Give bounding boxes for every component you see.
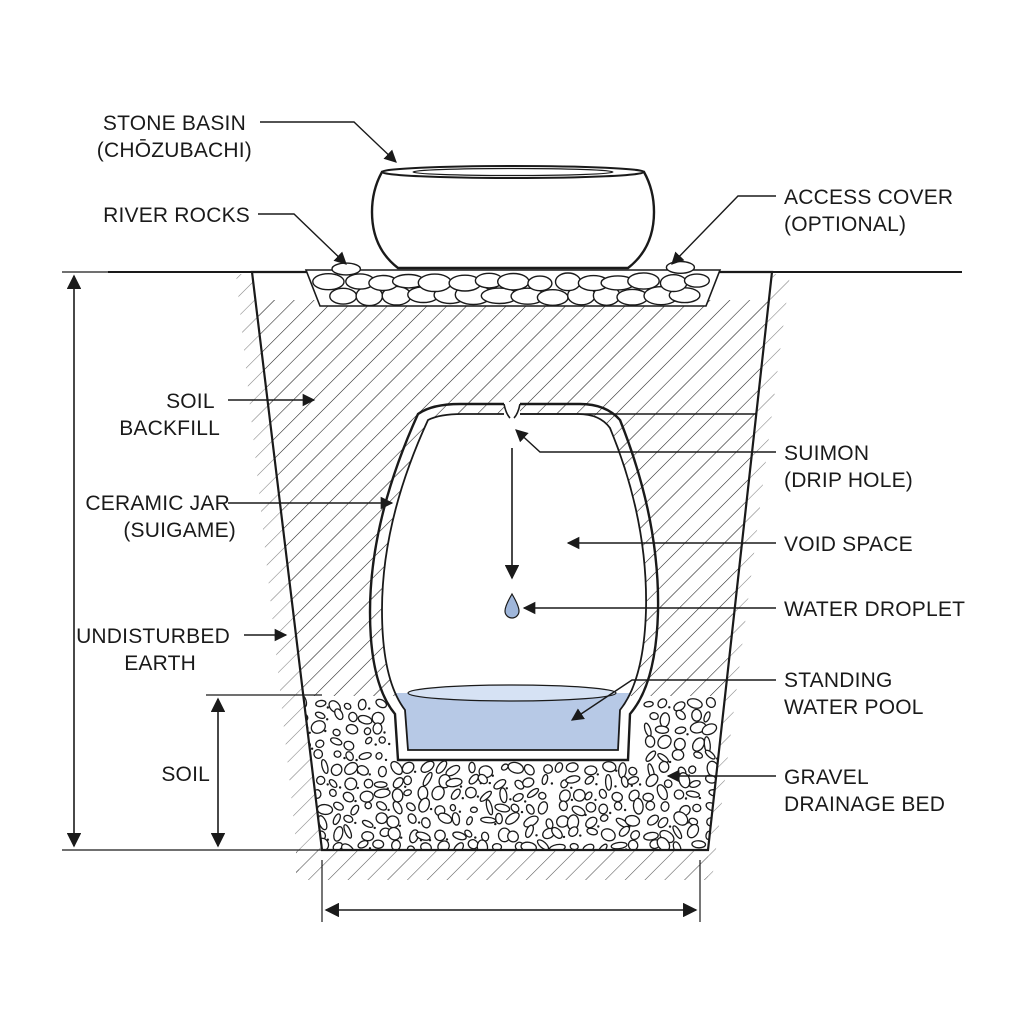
ceramic-jar [368, 402, 660, 762]
label-suimon: SUIMON (DRIP HOLE) [784, 442, 913, 492]
label-undisturbed-earth: UNDISTURBED EARTH [76, 625, 236, 675]
stone-basin [370, 165, 656, 270]
water-droplet [504, 592, 520, 619]
standing-water-pool [382, 684, 647, 750]
gravel-drainage-bed [294, 694, 722, 850]
label-river-rocks: RIVER ROCKS [103, 204, 250, 227]
dimension-lines [62, 271, 701, 922]
label-ceramic-jar: CERAMIC JAR (SUIGAME) [85, 492, 236, 542]
label-stone-basin: STONE BASIN (CHŌZUBACHI) [97, 112, 252, 162]
undisturbed-earth-hatching [236, 274, 790, 880]
label-access-cover: ACCESS COVER (OPTIONAL) [784, 186, 959, 236]
label-soil-backfill: SOIL BACKFILL [119, 390, 220, 440]
leader-lines [228, 121, 776, 783]
label-soil: SOIL [161, 763, 210, 786]
label-void-space: VOID SPACE [784, 533, 913, 556]
river-rocks [304, 260, 722, 307]
labels: STONE BASIN (CHŌZUBACHI) RIVER ROCKS ACC… [76, 112, 965, 816]
label-standing-water-pool: STANDING WATER POOL [784, 669, 924, 719]
label-gravel-drainage-bed: GRAVEL DRAINAGE BED [784, 766, 945, 816]
label-water-droplet: WATER DROPLET [784, 598, 965, 621]
jar-interior [382, 414, 647, 750]
